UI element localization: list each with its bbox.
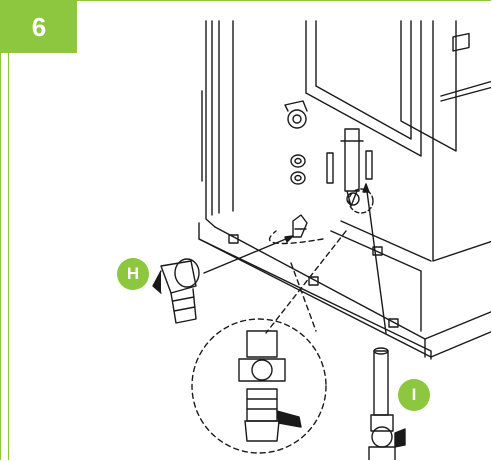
valve-h	[152, 258, 200, 324]
step-number-badge: 6	[1, 1, 77, 53]
boiler-cabinet	[198, 20, 491, 360]
callout-h: H	[117, 258, 149, 290]
pipe-i	[368, 347, 406, 460]
pipe-fittings	[284, 100, 373, 238]
panel-rule	[8, 53, 9, 460]
callout-i: I	[398, 379, 430, 411]
detail-magnifier	[191, 318, 327, 454]
leader-lines	[203, 183, 387, 334]
